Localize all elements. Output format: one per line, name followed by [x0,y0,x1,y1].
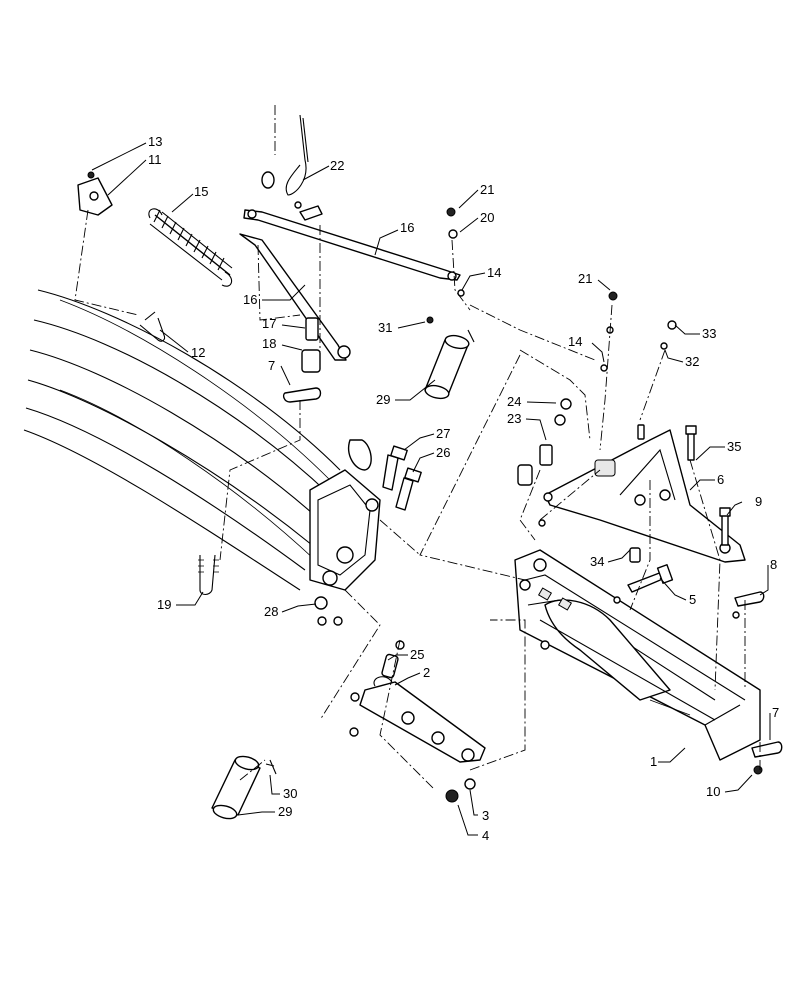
callout-30: 30 [283,786,297,801]
bolt-5 [627,564,674,593]
callout-20: 20 [480,210,494,225]
small-hardware [294,201,763,803]
callout-27: 27 [436,426,450,441]
pin-lower [211,755,277,820]
bolts-26-27 [382,445,422,511]
u-bolt-upper [139,311,166,342]
pin-upper [424,316,475,400]
bushing-23-34 [517,424,645,563]
assembly-centerlines [74,209,761,791]
callout-6: 6 [717,472,724,487]
boom-beam [23,289,381,591]
callout-32: 32 [685,354,699,369]
callout-15: 15 [194,184,208,199]
main-frame [514,549,761,761]
leader-lines [91,142,771,836]
callout-17: 17 [262,316,276,331]
callout-5: 5 [689,592,696,607]
u-bolt-lower [198,554,219,596]
callout-14-right: 14 [568,334,582,349]
callout-7-lower: 7 [772,705,779,720]
bushing-stack [282,317,322,403]
callout-3: 3 [482,808,489,823]
triangle-bracket [543,429,746,563]
callout-35: 35 [727,439,741,454]
callout-24: 24 [507,394,521,409]
callout-23: 23 [507,411,521,426]
callout-31: 31 [378,320,392,335]
callout-8: 8 [770,557,777,572]
callout-18: 18 [262,336,276,351]
spring-anchor-plate [77,171,113,216]
callout-29-lower: 29 [278,804,292,819]
callout-7-upper: 7 [268,358,275,373]
callout-29-upper: 29 [376,392,390,407]
callout-25: 25 [410,647,424,662]
callout-19: 19 [157,597,171,612]
callout-33: 33 [702,326,716,341]
callout-26: 26 [436,445,450,460]
callout-11: 11 [148,152,162,167]
pivot-arm [359,653,486,763]
callout-16-upper: 16 [400,220,414,235]
callout-2: 2 [423,665,430,680]
callout-10: 10 [706,784,720,799]
callout-21-right: 21 [578,271,592,286]
callout-4: 4 [482,828,489,843]
callout-16-lower: 16 [243,292,257,307]
callout-13: 13 [148,134,162,149]
callout-22: 22 [330,158,344,173]
callout-labels: 13 11 15 12 22 16 16 17 18 7 21 20 14 31… [148,134,779,843]
callout-34: 34 [590,554,604,569]
callout-9: 9 [755,494,762,509]
callout-14-upper: 14 [487,265,501,280]
spring [148,208,233,287]
bolt-9-35 [685,425,731,546]
callout-12: 12 [191,345,205,360]
callout-28: 28 [264,604,278,619]
callout-21-upper: 21 [480,182,494,197]
plates-7-8 [734,591,783,758]
callout-1: 1 [650,754,657,769]
